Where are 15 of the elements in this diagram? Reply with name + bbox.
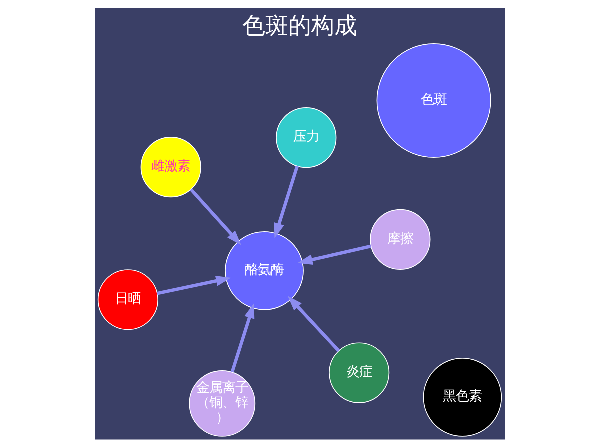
node-circle: 炎症	[329, 342, 390, 404]
arrow	[274, 166, 299, 238]
arrow	[298, 244, 372, 266]
node-circle: 金属离子（铜、锌）	[189, 370, 256, 437]
node-circle: 黑色素	[423, 358, 502, 437]
node-circle: 日晒	[98, 270, 158, 330]
node-circle: 摩擦	[370, 209, 431, 270]
arrow	[190, 188, 242, 246]
node-circle: 压力	[276, 108, 337, 168]
arrow	[230, 304, 255, 373]
node-circle: 色斑	[376, 43, 492, 158]
arrow	[157, 276, 232, 296]
arrow	[288, 296, 340, 352]
diagram-title: 色斑的构成	[242, 12, 358, 40]
node-circle: 雌激素	[140, 137, 202, 198]
